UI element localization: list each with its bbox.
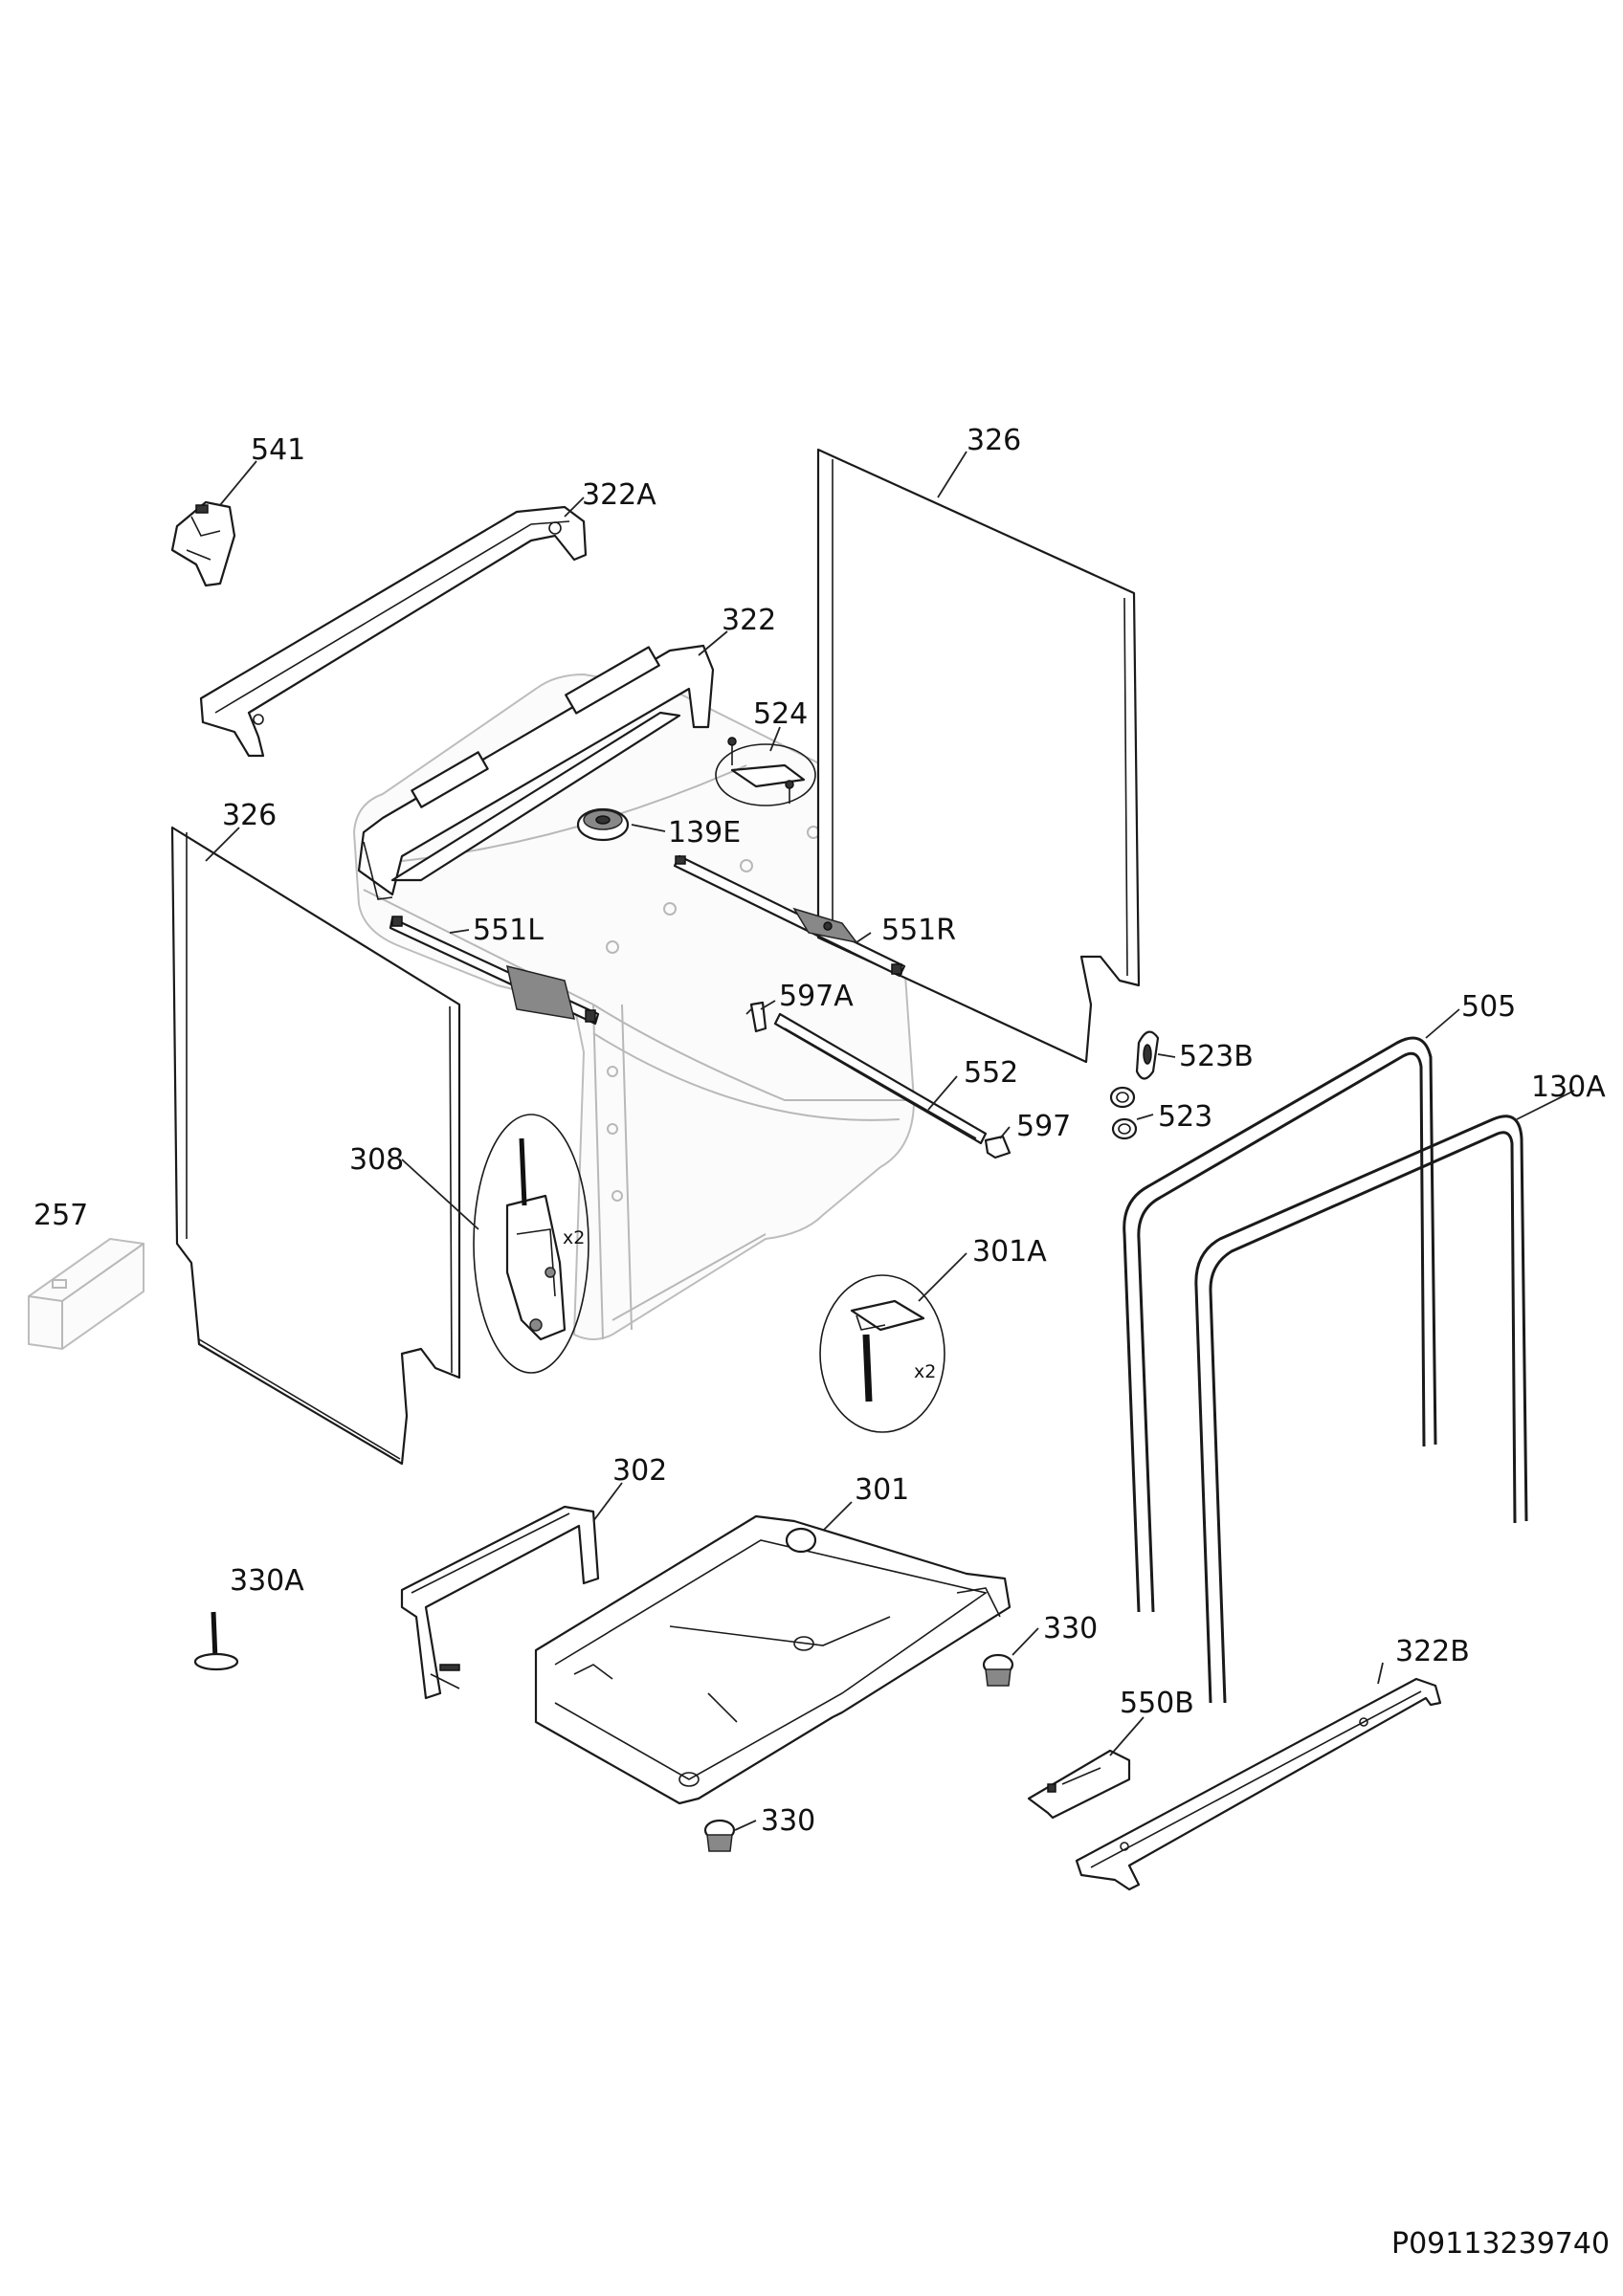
part-330A-foot[interactable]	[193, 1611, 239, 1671]
part-505-gasket[interactable]	[1123, 1036, 1437, 1613]
part-330-nut-bottom[interactable]	[703, 1819, 736, 1852]
part-523B-ring[interactable]	[1135, 1030, 1160, 1080]
callout-551R: 551R	[881, 914, 956, 947]
leader-lines	[205, 451, 1575, 1831]
part-597-clip[interactable]	[984, 1135, 1012, 1159]
callout-330-right: 330	[1043, 1612, 1098, 1645]
callout-550B: 550B	[1120, 1687, 1194, 1720]
callout-505: 505	[1461, 990, 1516, 1024]
callout-551L: 551L	[473, 914, 544, 947]
part-330-nut-right[interactable]	[982, 1653, 1014, 1687]
part-597A-clip[interactable]	[745, 1001, 767, 1033]
callout-301: 301	[855, 1473, 909, 1507]
part-326-side-panel-left[interactable]	[170, 826, 461, 1466]
callout-523: 523	[1158, 1100, 1212, 1134]
part-301A-spring-inset[interactable]: x2	[819, 1274, 945, 1433]
callout-139E: 139E	[668, 816, 741, 850]
part-550B-bracket[interactable]	[1027, 1749, 1131, 1820]
callout-541: 541	[251, 433, 305, 467]
part-541-bracket[interactable]	[170, 500, 236, 587]
callout-130A: 130A	[1531, 1071, 1606, 1104]
part-551R-rail[interactable]	[673, 854, 906, 978]
part-322A-top-rail[interactable]	[199, 505, 588, 758]
callout-524: 524	[753, 697, 808, 731]
part-322-top-frame[interactable]	[357, 644, 715, 900]
multiplier-308-label: x2	[563, 1227, 585, 1248]
callout-597: 597	[1016, 1110, 1071, 1143]
part-301-base-tray[interactable]	[534, 1514, 1012, 1805]
part-551L-rail[interactable]	[389, 916, 600, 1026]
callout-322: 322	[722, 604, 776, 637]
callout-301A: 301A	[972, 1235, 1047, 1269]
callout-257: 257	[33, 1199, 88, 1232]
part-302-frame[interactable]	[400, 1505, 600, 1700]
callout-308: 308	[349, 1143, 404, 1177]
callout-330-bottom: 330	[761, 1804, 815, 1838]
part-326-side-panel-right[interactable]	[816, 448, 1141, 1064]
callout-322A: 322A	[582, 478, 656, 512]
callout-326-left: 326	[222, 799, 277, 832]
part-257-box[interactable]	[28, 1237, 145, 1351]
part-139E-wheel[interactable]	[576, 807, 630, 842]
callout-labels: 541 322A 326 322 524 326 139E 551L 551R …	[33, 424, 1606, 1838]
callout-326-top: 326	[967, 424, 1021, 457]
callout-302: 302	[612, 1454, 667, 1488]
part-523-plugs[interactable]	[1109, 1086, 1138, 1140]
multiplier-301A-label: x2	[914, 1361, 936, 1382]
callout-552: 552	[964, 1056, 1018, 1090]
part-322B-bottom-rail[interactable]	[1075, 1677, 1442, 1891]
part-130A-seal[interactable]	[1194, 1115, 1528, 1704]
callout-322B: 322B	[1395, 1635, 1470, 1668]
part-552-rod[interactable]	[773, 1012, 988, 1145]
drawing-number: P09113239740	[1391, 2227, 1610, 2261]
part-524-plate[interactable]	[715, 737, 816, 806]
callout-330A: 330A	[230, 1564, 304, 1598]
part-308-hinge-inset[interactable]: x2	[473, 1114, 589, 1374]
callout-523B: 523B	[1179, 1040, 1254, 1073]
callout-597A: 597A	[779, 980, 854, 1013]
